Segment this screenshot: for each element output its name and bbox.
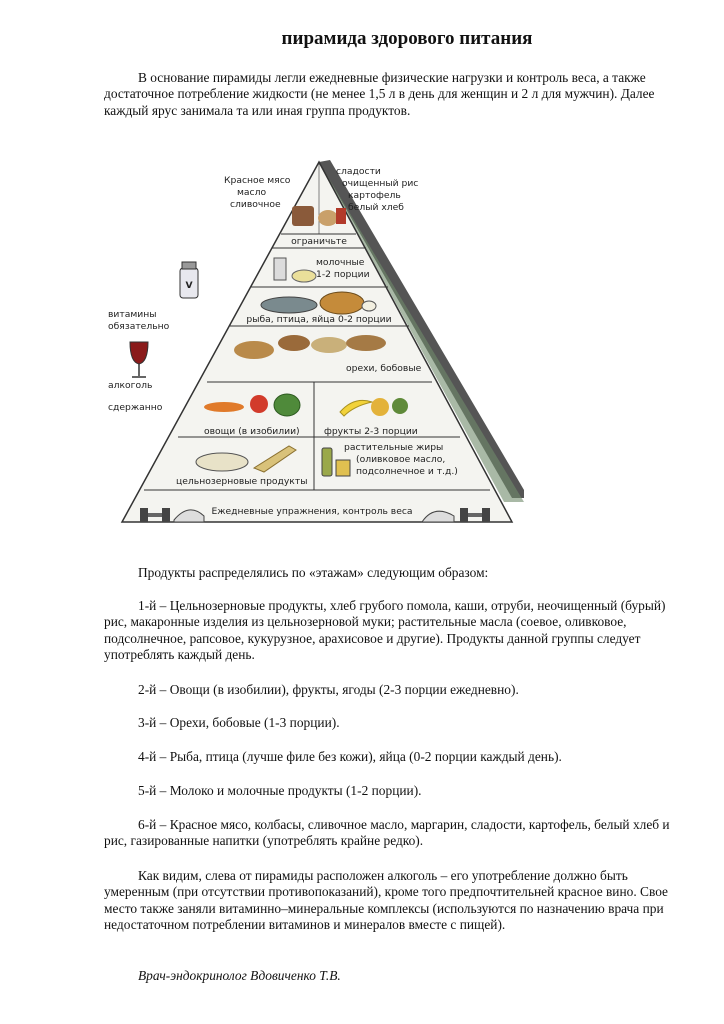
top-right-label-1: сладости [336, 166, 381, 177]
list-item-tier-2: 2-й – Овощи (в изобилии), фрукты, ягоды … [138, 682, 519, 697]
fruits-illustration [339, 398, 408, 417]
dairy-illustration [273, 257, 317, 283]
food-pyramid-diagram: V Красное мясо масло сливочное сладости … [108, 160, 524, 523]
vitamin-letter: V [185, 280, 193, 291]
oil-bottle-illustration [321, 447, 351, 477]
top-right-label-4: белый хлеб [348, 202, 404, 213]
protein-illustration [260, 291, 377, 315]
top-left-label-3: сливочное [230, 199, 281, 210]
protein-label: рыба, птица, яйца 0-2 порции [246, 314, 391, 325]
top-right-label-2: очищенный рис [342, 178, 418, 189]
vitamins-label-1: витамины [108, 309, 157, 320]
vegetables-illustration [204, 393, 301, 417]
list-item-tier-3: 3-й – Орехи, бобовые (1-3 порции). [138, 715, 340, 730]
intro-paragraph: В основание пирамиды легли ежедневные фи… [104, 70, 655, 118]
conclusion-paragraph: Как видим, слева от пирамиды расположен … [104, 868, 668, 932]
dairy-label-2: 1-2 порции [316, 269, 370, 280]
grains-label: цельнозерновые продукты [176, 476, 307, 487]
top-left-label-2: масло [237, 187, 266, 198]
list-item-tier-4: 4-й – Рыба, птица (лучше филе без кожи),… [138, 749, 562, 764]
pyramid-side-shadow [319, 160, 524, 498]
nuts-illustration [234, 335, 386, 359]
fruits-label: фрукты 2-3 порции [324, 426, 418, 437]
grains-illustration [195, 445, 297, 473]
dumbbell-left-icon [140, 508, 170, 522]
oils-label-2: (оливковое масло, [356, 454, 445, 465]
top-right-label-3: картофель [348, 190, 401, 201]
vitamins-label-2: обязательно [108, 321, 170, 332]
exercise-label: Ежедневные упражнения, контроль веса [211, 506, 412, 517]
dumbbell-right-icon [460, 508, 490, 522]
list-item-tier-6: 6-й – Красное мясо, колбасы, сливочное м… [104, 817, 670, 849]
vegetables-label: овощи (в изобилии) [204, 426, 300, 437]
wine-glass-icon [129, 341, 149, 378]
page-title: пирамида здорового питания [281, 28, 533, 49]
dairy-label-1: молочные [316, 257, 365, 268]
author-signature: Врач-эндокринолог Вдовиченко Т.В. [138, 968, 341, 983]
oils-label-1: растительные жиры [344, 442, 443, 453]
vitamin-bottle-icon: V [179, 261, 199, 299]
top-left-label-1: Красное мясо [224, 175, 291, 186]
limit-label: ограничьте [291, 236, 347, 247]
oils-label-3: подсолнечное и т.д.) [356, 466, 458, 477]
list-item-tier-1: 1-й – Цельнозерновые продукты, хлеб груб… [104, 598, 666, 662]
nuts-label: орехи, бобовые [346, 363, 422, 374]
sneaker-right-icon [421, 510, 455, 523]
sneaker-left-icon [173, 509, 205, 523]
sweets-illustration [292, 206, 346, 226]
alcohol-label-1: алкоголь [108, 380, 152, 391]
alcohol-label-2: сдержанно [108, 402, 163, 413]
distribution-intro: Продукты распределялись по «этажам» след… [138, 565, 489, 580]
list-item-tier-5: 5-й – Молоко и молочные продукты (1-2 по… [138, 783, 422, 798]
